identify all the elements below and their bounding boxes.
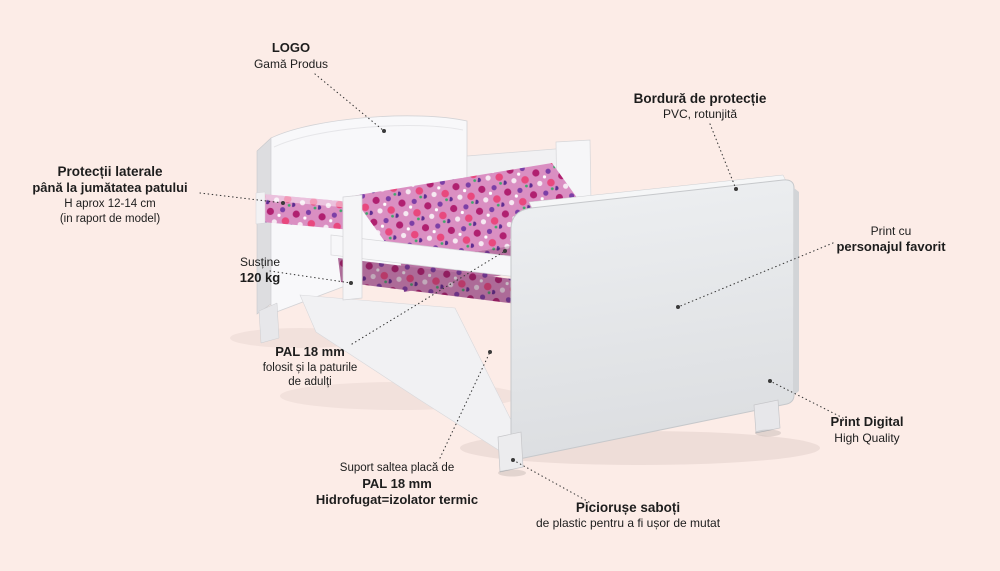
annotation-line: Susține [239,255,281,269]
annotation-side-protection: Protecții laterale până la jumătatea pat… [32,163,187,226]
annotation-line: PAL 18 mm [362,475,432,491]
annotation-line: Piciorușe saboți [575,500,681,515]
annotation-line: de adulți [288,376,332,389]
annotation-line: Hidrofugat=izolator termic [315,492,479,508]
annotation-title: LOGO [271,40,311,55]
annotation-title: Bordură de protecție [633,91,767,106]
annotation-digital-print: Print Digital High Quality [831,414,904,446]
annotation-line: 120 kg [239,270,281,286]
annotation-protection-border: Bordură de protecție PVC, rotunjită [634,90,767,123]
annotation-subtitle: Gamă Produs [253,56,329,71]
annotation-line: Suport saltea placă de [339,462,455,474]
annotation-line: personajul favorit [836,239,946,255]
annotation-line: (in raport de model) [59,212,161,225]
leader-lines [199,73,844,503]
annotation-line: Protecții laterale [57,164,163,179]
annotation-feet: Piciorușe saboți de plastic pentru a fi … [536,499,720,532]
annotation-line: până la jumătatea patului [32,180,188,196]
annotation-line: Print cu [870,224,912,238]
annotation-line: PAL 18 mm [275,344,345,359]
annotation-pal-material: PAL 18 mm folosit și la paturile de adul… [263,344,358,390]
annotation-line: folosit și la paturile [262,361,358,374]
annotation-favorite-print: Print cu personajul favorit [836,224,945,256]
leader-dots [281,129,772,462]
annotation-line: H aprox 12-14 cm [64,197,156,210]
annotation-line: Print Digital [830,414,904,429]
annotation-line: High Quality [834,430,900,445]
annotation-weight-support: Susține 120 kg [240,255,280,287]
annotation-line: de plastic pentru a fi ușor de mutat [535,516,721,531]
annotation-logo: LOGO Gamă Produs [254,40,328,72]
annotation-subtitle: PVC, rotunjită [662,107,738,122]
foot-panel [510,174,799,460]
annotation-mattress-support: Suport saltea placă de PAL 18 mm Hidrofu… [316,461,478,509]
